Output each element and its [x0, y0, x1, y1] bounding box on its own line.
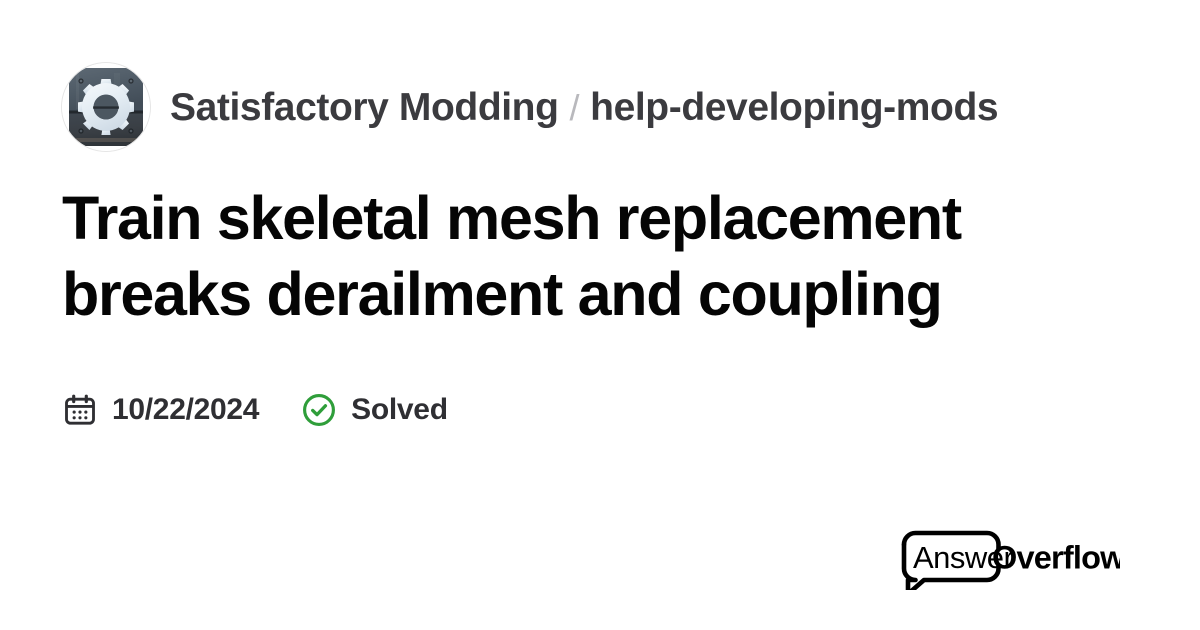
check-circle-icon	[301, 392, 337, 428]
breadcrumb[interactable]: Satisfactory Modding / help-developing-m…	[170, 85, 999, 129]
logo-word-overflow: Overflow	[992, 540, 1120, 576]
page-title: Train skeletal mesh replacement breaks d…	[62, 184, 962, 328]
server-header: Satisfactory Modding / help-developing-m…	[62, 62, 1138, 152]
server-name[interactable]: Satisfactory Modding	[170, 85, 559, 129]
answer-overflow-logo[interactable]: Answer Overflow	[890, 520, 1120, 590]
status-badge: Solved	[301, 392, 448, 428]
calendar-icon	[62, 392, 98, 428]
meta-row: 10/22/2024 Solved	[62, 392, 448, 428]
gear-icon	[78, 79, 134, 135]
avatar	[62, 63, 150, 151]
status-badge-label: Solved	[351, 393, 448, 426]
satisfactory-gear-avatar	[62, 63, 150, 151]
thread-date-label: 10/22/2024	[112, 393, 260, 426]
logo-word-answer: Answer	[913, 540, 1014, 575]
channel-name[interactable]: help-developing-mods	[590, 85, 999, 129]
breadcrumb-separator: /	[569, 86, 580, 128]
thread-date: 10/22/2024	[62, 392, 259, 428]
